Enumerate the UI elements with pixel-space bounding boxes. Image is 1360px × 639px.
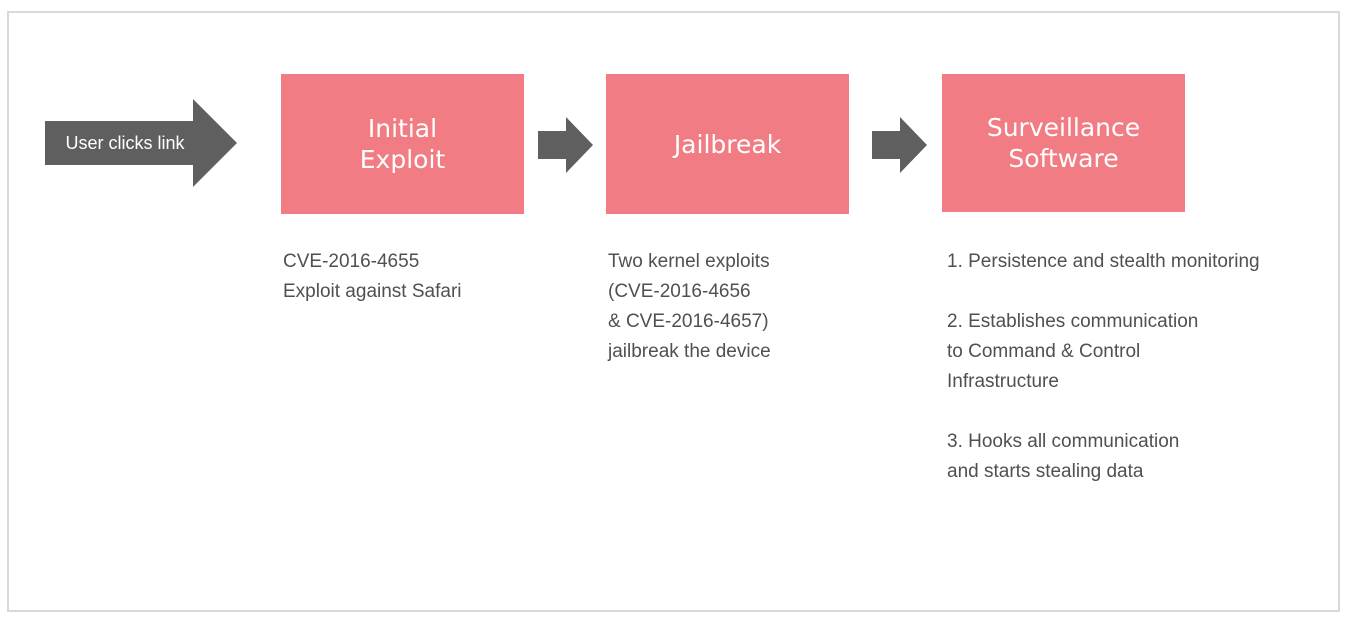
- step-jailbreak-box: Jailbreak: [606, 74, 849, 214]
- surveillance-step-1: 1. Persistence and stealth monitoring: [947, 251, 1260, 272]
- step-surveillance-software-box: Surveillance Software: [942, 74, 1185, 212]
- surveillance-step-2: 2. Establishes communication to Command …: [947, 311, 1199, 392]
- jailbreak-description: Two kernel exploits (CVE-2016-4656 & CVE…: [608, 251, 771, 362]
- big-arrow-icon: [45, 99, 237, 187]
- surveillance-steps-list: 1. Persistence and stealth monitoring 2.…: [947, 247, 1337, 517]
- user-clicks-link-label: User clicks link: [65, 133, 185, 153]
- initial-exploit-description: CVE-2016-4655 Exploit against Safari: [283, 251, 462, 302]
- user-clicks-link-arrow: User clicks link: [45, 99, 237, 187]
- arrow-right-icon: [538, 117, 593, 173]
- arrow-right-icon: [872, 117, 927, 173]
- surveillance-step-3: 3. Hooks all communication and starts st…: [947, 431, 1180, 482]
- step-initial-exploit-box: Initial Exploit: [281, 74, 524, 214]
- diagram-frame: [7, 11, 1340, 612]
